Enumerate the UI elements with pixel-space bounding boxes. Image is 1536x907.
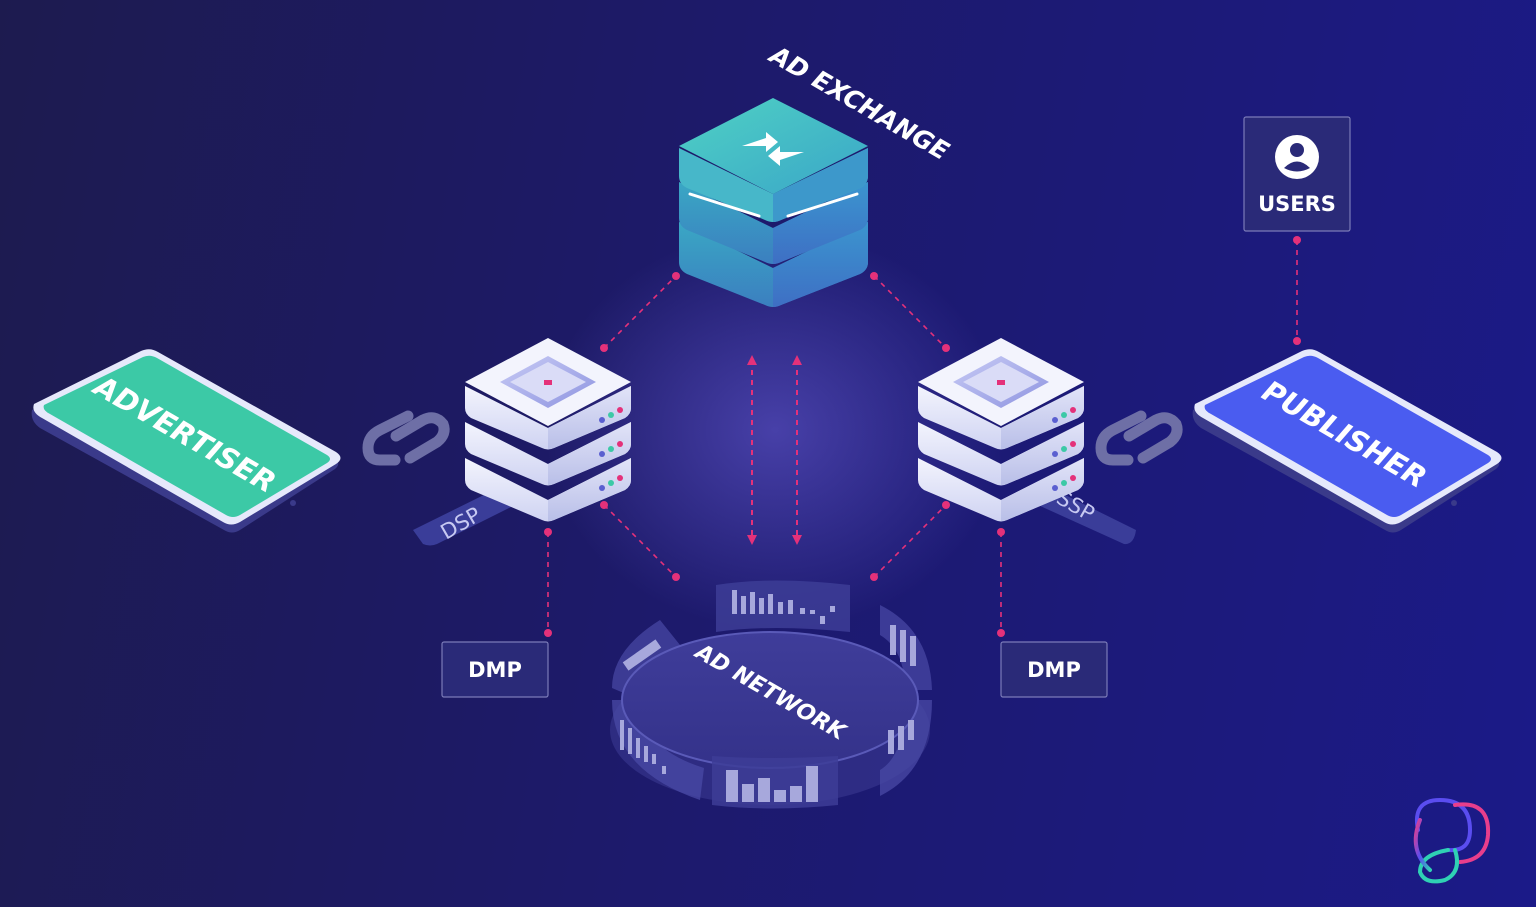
white-slots — [688, 192, 859, 218]
dsp-tag — [413, 487, 525, 546]
connector-lines — [547, 240, 1298, 633]
connector-dots — [544, 236, 1301, 637]
user-circle-icon — [1275, 135, 1319, 179]
chain-link-icon-left — [362, 410, 450, 466]
dmp-box-right: DMP — [1000, 641, 1108, 698]
ssp-tag — [1027, 487, 1136, 545]
status-lights — [599, 407, 623, 491]
bar-graphics — [620, 590, 916, 802]
dmp-left-label: DMP — [468, 658, 522, 682]
publisher-phone — [1192, 349, 1502, 533]
dsp-server — [465, 338, 631, 522]
advertiser-phone — [31, 349, 341, 533]
brand-logo-icon — [1413, 797, 1491, 884]
users-box: USERS — [1243, 116, 1351, 232]
ssp-server — [918, 338, 1084, 522]
dmp-right-label: DMP — [1027, 658, 1081, 682]
chain-link-icon-right — [1095, 410, 1183, 466]
dmp-box-left: DMP — [441, 641, 549, 698]
status-lights — [1052, 407, 1076, 491]
ad-network-ring — [610, 580, 932, 809]
exchange-network-arrows — [747, 355, 802, 545]
swap-arrows-icon — [742, 132, 804, 166]
center-glow — [545, 230, 1005, 630]
users-label: USERS — [1258, 192, 1336, 216]
ad-exchange-node — [679, 98, 868, 307]
